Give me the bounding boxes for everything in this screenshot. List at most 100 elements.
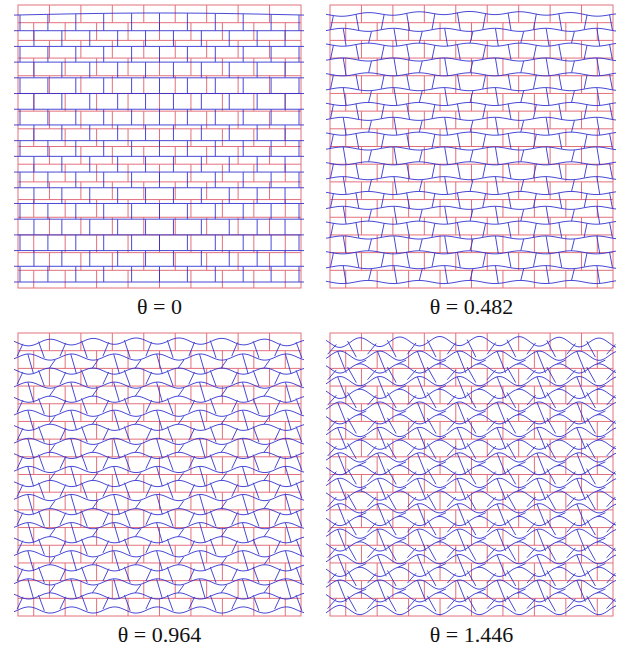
deformed-edge	[326, 280, 616, 283]
deformed-edge	[103, 78, 104, 94]
reference-edge	[534, 93, 535, 111]
deformed-edge	[114, 495, 120, 515]
reference-edge	[222, 129, 223, 147]
deformed-edge	[33, 125, 34, 141]
deformed-edge	[264, 501, 270, 509]
deformed-edge	[103, 172, 104, 188]
reference-edge	[269, 439, 270, 457]
deformed-edge	[597, 487, 606, 491]
reference-edge	[175, 545, 176, 563]
reference-edge	[392, 253, 393, 271]
reference-edge	[345, 23, 346, 41]
deformed-edge	[264, 388, 270, 396]
deformed-edge	[597, 117, 600, 135]
deformed-edge	[507, 392, 516, 408]
deformed-edge	[285, 94, 286, 110]
deformed-edge	[331, 15, 334, 29]
deformed-edge	[338, 453, 347, 475]
reference-edge	[238, 217, 239, 235]
deformed-edge	[60, 400, 66, 412]
deformed-edge	[377, 402, 386, 424]
deformed-edge	[557, 436, 566, 440]
deformed-edge	[610, 44, 613, 60]
reference-edge	[238, 147, 239, 165]
reference-edge	[550, 147, 551, 165]
reference-edge	[175, 475, 176, 493]
deformed-edge	[417, 529, 426, 551]
reference-edge	[128, 129, 129, 147]
reference-edge	[159, 235, 160, 253]
deformed-edge	[326, 251, 616, 254]
deformed-edge	[173, 156, 174, 172]
deformed-edge	[81, 483, 87, 499]
reference-edge	[550, 40, 551, 58]
reference-edge	[190, 492, 191, 510]
deformed-edge	[557, 564, 566, 568]
deformed-edge	[537, 351, 546, 373]
deformed-edge	[328, 421, 337, 431]
deformed-edge	[47, 266, 48, 282]
deformed-edge	[81, 426, 87, 442]
reference-edge	[175, 182, 176, 200]
deformed-edge	[394, 147, 397, 165]
reference-edge	[143, 5, 144, 23]
deformed-edge	[577, 529, 586, 551]
deformed-edge	[14, 537, 304, 543]
deformed-edge	[572, 150, 575, 162]
deformed-edge	[557, 360, 566, 364]
reference-edge	[455, 5, 456, 23]
deformed-edge	[567, 548, 576, 558]
deformed-edge	[326, 364, 616, 373]
deformed-edge	[275, 428, 281, 440]
reference-edge	[377, 23, 378, 41]
reference-edge	[330, 181, 613, 182]
deformed-edge	[264, 557, 270, 565]
deformed-edge	[559, 193, 562, 209]
reference-edge	[128, 200, 129, 218]
reference-edge	[269, 404, 270, 422]
deformed-edge	[381, 223, 384, 237]
deformed-edge	[577, 504, 586, 526]
deformed-edge	[343, 88, 346, 106]
deformed-edge	[358, 411, 367, 415]
reference-edge	[18, 252, 301, 253]
reference-edge	[285, 93, 286, 111]
deformed-edge	[597, 236, 600, 254]
deformed-edge	[61, 94, 62, 110]
reference-edge	[33, 563, 34, 581]
reference-edge	[392, 333, 393, 351]
deformed-edge	[157, 410, 163, 430]
deformed-edge	[597, 411, 606, 415]
deformed-edge	[89, 62, 90, 78]
deformed-edge	[508, 13, 511, 30]
reference-edge	[565, 270, 566, 288]
reference-edge	[487, 333, 488, 351]
deformed-edge	[610, 222, 613, 238]
deformed-edge	[326, 206, 616, 209]
deformed-edge	[427, 494, 436, 510]
reference-edge	[222, 200, 223, 218]
deformed-edge	[49, 529, 55, 537]
deformed-edge	[117, 188, 118, 204]
deformed-edge	[447, 421, 456, 431]
deformed-edge	[597, 513, 606, 517]
deformed-edge	[457, 252, 460, 268]
deformed-edge	[407, 573, 416, 583]
deformed-edge	[81, 341, 87, 358]
reference-edge	[502, 421, 503, 439]
deformed-edge	[394, 117, 397, 135]
deformed-edge	[135, 472, 141, 480]
deformed-edge	[467, 520, 476, 536]
deformed-edge	[189, 569, 195, 581]
reference-edge	[80, 217, 81, 235]
deformed-edge	[417, 580, 426, 602]
deformed-edge	[117, 251, 118, 267]
deformed-edge	[103, 109, 104, 125]
reference-edge	[518, 5, 519, 23]
deformed-edge	[587, 469, 596, 485]
deformed-edge	[326, 567, 616, 576]
deformed-edge	[232, 541, 238, 553]
reference-edge	[190, 235, 191, 253]
reference-edge	[143, 545, 144, 563]
reference-edge	[269, 147, 270, 165]
